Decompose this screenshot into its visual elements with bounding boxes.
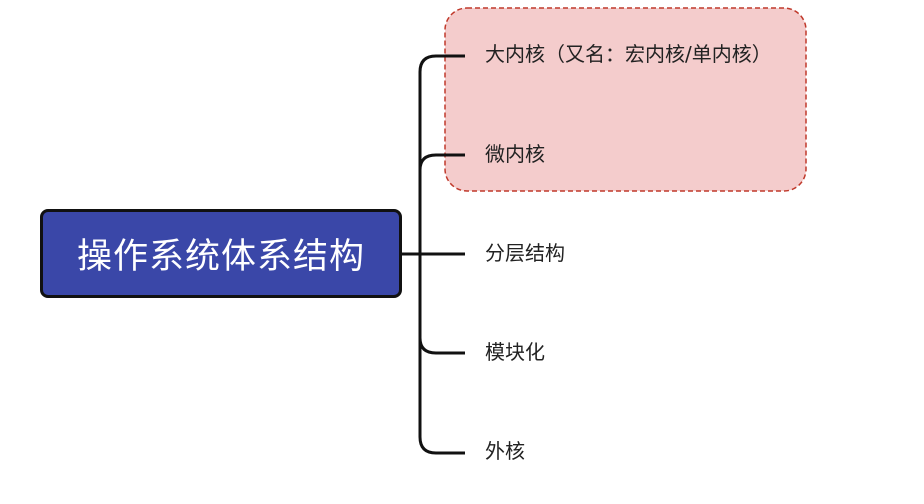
branch-exokernel[interactable]: 外核	[485, 439, 525, 463]
root-node[interactable]: 操作系统体系结构	[40, 209, 402, 298]
connector-branch-2	[418, 153, 465, 171]
connector-branch-4	[418, 337, 465, 355]
branch-microkernel[interactable]: 微内核	[485, 142, 545, 166]
root-label: 操作系统体系结构	[76, 237, 365, 277]
branch-layered-structure[interactable]: 分层结构	[485, 241, 565, 265]
highlight-group-box	[444, 7, 807, 192]
branch-large-kernel[interactable]: 大内核（又名：宏内核/单内核）	[485, 42, 772, 66]
branch-modular[interactable]: 模块化	[485, 340, 545, 364]
